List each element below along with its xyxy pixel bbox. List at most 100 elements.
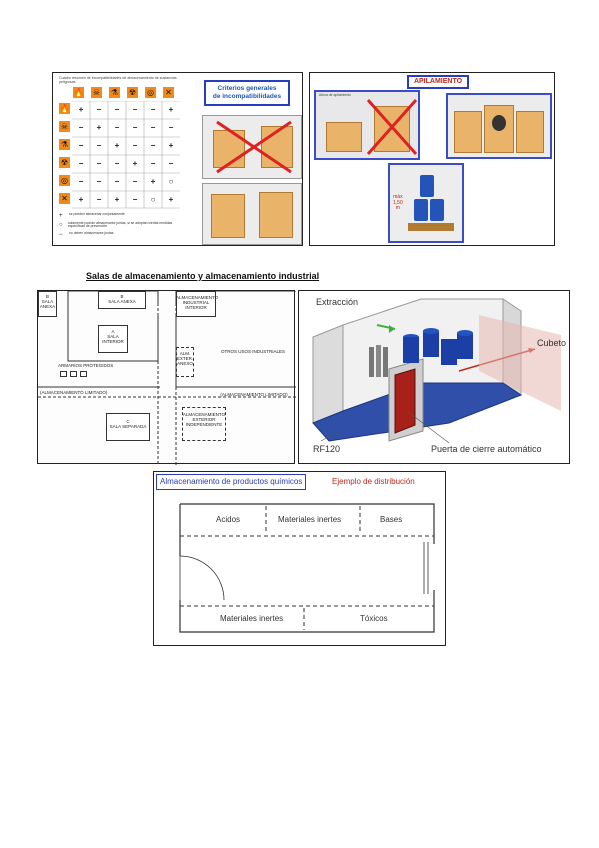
radioactive-icon: ☢: [127, 87, 138, 98]
incompat-cell: −: [96, 195, 102, 204]
sala-anexa-label: B SALA ANEXA: [108, 294, 136, 305]
crate: [484, 105, 514, 153]
pallet-stack: [326, 122, 362, 152]
incompat-cell: −: [96, 159, 102, 168]
incompat-cell: −: [150, 123, 156, 132]
flame-icon: 🔥: [59, 103, 70, 114]
floorplan-walls: [38, 291, 296, 465]
oxidizer-icon: ◎: [145, 87, 156, 98]
storage-floorplan: B SALA ANEXA B SALA ANEXA A SALA INTERIO…: [37, 290, 296, 465]
zone-toxicos: Tóxicos: [360, 614, 388, 623]
distribution-title-left: Almacenamiento de productos químicos: [156, 474, 307, 490]
legend-text: no deben almacenarse juntas: [69, 230, 114, 235]
rf120-label: RF120: [313, 444, 341, 454]
almacenamiento-limitado-right: (ALMACENAMIENTO LIMITADO): [220, 392, 288, 397]
incompat-cell: −: [168, 123, 174, 132]
puerta-label: Puerta de cierre automático: [431, 444, 542, 454]
stacked-boxes-image: [446, 93, 552, 159]
sala-interior-box: [98, 325, 128, 353]
distribution-title-right: Ejemplo de distribución: [332, 477, 415, 486]
incompat-cell: −: [132, 195, 138, 204]
incompat-cell: −: [150, 141, 156, 150]
flame-icon: 🔥: [73, 87, 84, 98]
drum-icon: [492, 115, 506, 131]
legend-symbol: +: [59, 213, 63, 219]
zone-acidos: Acidos: [216, 515, 241, 524]
almacenamiento-limitado-left: (ALMACENAMIENTO LIMITADO): [40, 390, 108, 395]
sala-anexa-corner-label: B SALA ANEXA: [39, 294, 56, 310]
drum: [420, 175, 434, 197]
crate: [211, 194, 245, 238]
almacenamiento-industrial-box: [176, 291, 216, 317]
hazard-icon-column: 🔥 ☠ ⚗ ☢ ◎ ✕: [59, 103, 70, 204]
armarios-label: ARMARIOS PROTEGIDOS: [58, 363, 114, 368]
harmful-cross-icon: ✕: [59, 193, 70, 204]
cabinet: [80, 371, 87, 377]
radioactive-icon: ☢: [59, 157, 70, 168]
incompat-cell: ○: [150, 195, 156, 204]
corrosive-icon: ⚗: [59, 139, 70, 150]
incompat-cell: −: [96, 177, 102, 186]
legend-row: ○ solamente podrán almacenarse juntas, s…: [59, 221, 187, 229]
zone-materiales-bottom: Materiales inertes: [220, 614, 284, 623]
sala-interior-label: A SALA INTERIOR: [102, 329, 124, 345]
red-door: [394, 368, 416, 434]
incompat-cell: −: [114, 123, 120, 132]
distribution-panel: Almacenamiento de productos químicos Eje…: [153, 471, 446, 646]
sala-anexa-corner-box: [38, 291, 57, 317]
incompat-cell: ○: [168, 177, 174, 186]
incompat-cell: −: [96, 105, 102, 114]
apilamiento-title: APILAMIENTO: [407, 75, 469, 89]
incompat-cell: +: [168, 141, 174, 150]
incompat-cell: −: [78, 159, 84, 168]
legend-text: solamente podrán almacenarse juntas, si …: [67, 221, 173, 229]
crate: [516, 111, 544, 153]
incompat-cell: −: [78, 141, 84, 150]
red-x-mark: [216, 120, 292, 174]
exterior-anexo-label: ALM. EXTER. ANEXO: [176, 351, 194, 367]
skull-icon: ☠: [59, 121, 70, 132]
stacked-drums-image: máx 1,50 m: [388, 163, 464, 243]
criteria-title: Criterios generales de incompatibilidade…: [204, 80, 290, 106]
incompat-cell: +: [78, 195, 84, 204]
incompat-cell: −: [132, 123, 138, 132]
exterior-independiente-box: [182, 407, 226, 441]
cabinet: [60, 371, 67, 377]
legend-symbol: ○: [59, 222, 63, 228]
zone-bases: Bases: [380, 515, 403, 524]
incompat-cell: −: [132, 105, 138, 114]
incompatible-crates-image: [202, 115, 302, 179]
incompat-cell: −: [150, 159, 156, 168]
zone-materiales-top: Materiales inertes: [278, 515, 342, 524]
stacking-pallets-image: Altura de apilamiento: [314, 90, 420, 160]
incompat-cell: −: [114, 105, 120, 114]
incompat-cell: −: [150, 105, 156, 114]
incompat-cell: −: [132, 177, 138, 186]
section-heading: Salas de almacenamiento y almacenamiento…: [86, 271, 320, 281]
exterior-independiente-label: ALMACENAMIENTO EXTERIOR INDEPENDIENTE: [182, 412, 226, 428]
exterior-anexo-box: [176, 347, 194, 377]
pallet: [408, 223, 454, 231]
incompat-cell: −: [132, 141, 138, 150]
red-x-mark: [366, 99, 418, 155]
distribution-walls: [179, 503, 435, 633]
incompat-cell: +: [150, 177, 156, 186]
incompat-cell: −: [96, 141, 102, 150]
hazard-icon-header-row: 🔥 ☠ ⚗ ☢ ◎ ✕: [73, 87, 174, 98]
harmful-cross-icon: ✕: [163, 87, 174, 98]
incompat-grid: [72, 101, 180, 209]
sala-separada-box: [106, 413, 150, 441]
incompat-cell: +: [114, 195, 120, 204]
legend-symbol: −: [59, 231, 63, 238]
oxidizer-icon: ◎: [59, 175, 70, 186]
incompat-cell: −: [78, 123, 84, 132]
incompat-legend: + se pueden almacenar conjuntamente ○ so…: [59, 212, 187, 238]
crate: [259, 192, 293, 238]
incompat-cell: +: [168, 195, 174, 204]
compatible-crates-image: [202, 183, 302, 245]
cabinet: [70, 371, 77, 377]
incompat-cell: +: [78, 105, 84, 114]
incompat-cell: +: [132, 159, 138, 168]
incompat-cell: +: [168, 105, 174, 114]
incompatibility-panel: Cuadro resumen de incompatibilidades de …: [52, 72, 303, 246]
